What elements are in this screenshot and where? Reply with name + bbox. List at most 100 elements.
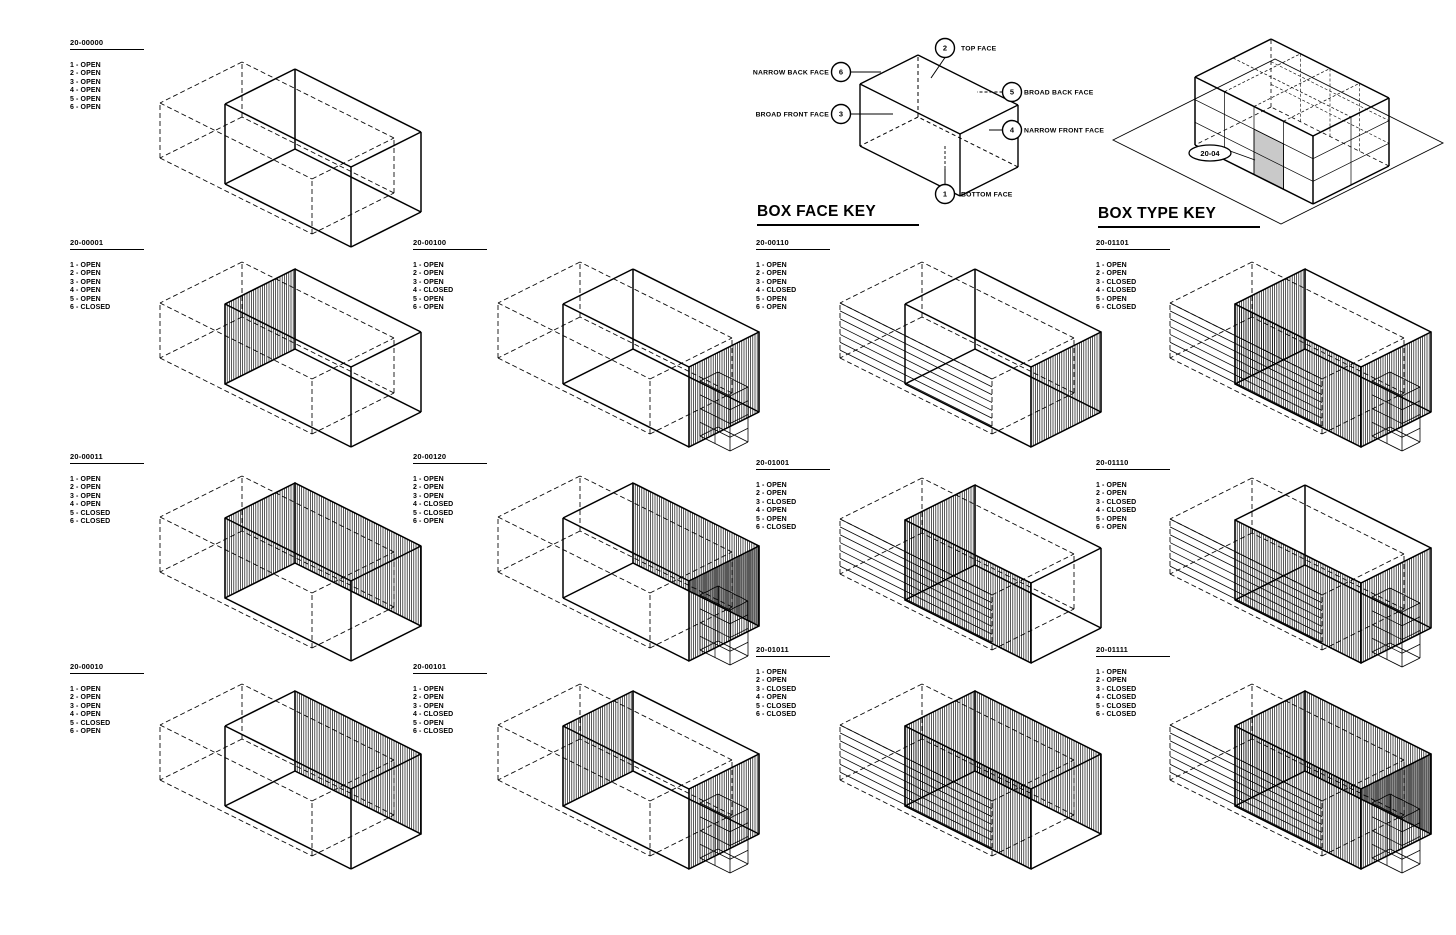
face-number: 1 [756,482,760,489]
face-state: CLOSED [423,728,454,736]
face-state: OPEN [80,95,101,103]
face-state: CLOSED [766,287,797,295]
face-state: OPEN [1106,262,1127,269]
face-number: 3 [756,685,760,693]
face-state-line: 1 - OPEN [1096,262,1170,270]
face-state: CLOSED [1106,498,1137,506]
separator: - [760,482,767,489]
separator: - [417,686,424,693]
face-key-label: BROAD BACK FACE [1024,89,1094,96]
face-state-line: 3 - OPEN [413,279,487,287]
face-state: CLOSED [1106,702,1137,710]
separator: - [1100,278,1107,286]
face-number: 3 [70,702,74,710]
face-state: OPEN [423,694,444,702]
face-number: 3 [413,492,417,500]
face-state: OPEN [80,87,101,95]
diagram-code: 20-00120 [413,452,487,464]
face-state: CLOSED [766,524,797,532]
separator: - [74,492,81,500]
box-face-key-title: BOX FACE KEY [757,203,919,226]
face-state-line: 5 - OPEN [70,96,144,104]
face-number: 3 [756,498,760,506]
face-state: OPEN [80,62,101,69]
separator: - [1100,515,1107,523]
separator: - [417,492,424,500]
face-state-line: 5 - OPEN [413,720,487,728]
face-state: OPEN [1106,482,1127,489]
face-state-line: 2 - OPEN [756,677,830,685]
face-number: 6 [70,728,74,736]
face-number: 5 [70,509,74,517]
face-state: OPEN [423,719,444,727]
diagram-code: 20-00000 [70,38,144,50]
diagram-drawing-r3c4 [1169,477,1432,668]
separator: - [417,518,424,526]
face-state-line: 6 - OPEN [413,518,487,526]
separator: - [74,476,81,483]
face-state: OPEN [80,270,101,278]
face-state-line: 3 - CLOSED [1096,686,1170,694]
diagram-code: 20-00100 [413,238,487,250]
diagram-drawing-r4c2 [497,683,760,874]
face-state: CLOSED [80,719,111,727]
face-state-line: 6 - OPEN [756,304,830,312]
separator: - [417,501,424,509]
face-key-number: 6 [839,68,843,77]
separator: - [760,685,767,693]
face-state-line: 6 - OPEN [70,104,144,112]
face-state: OPEN [1106,515,1127,523]
face-state: OPEN [80,295,101,303]
separator: - [760,498,767,506]
face-state: CLOSED [1106,278,1137,286]
diagram-code: 20-00010 [70,662,144,674]
face-state: OPEN [423,686,444,693]
separator: - [1100,524,1107,532]
separator: - [760,669,767,676]
face-state-line: 5 - OPEN [70,296,144,304]
face-state-line: 3 - OPEN [756,279,830,287]
face-state-line: 4 - CLOSED [756,287,830,295]
separator: - [74,95,81,103]
face-state-line: 5 - CLOSED [756,703,830,711]
face-number: 1 [756,669,760,676]
face-state: OPEN [1106,677,1127,685]
diagram-code: 20-00101 [413,662,487,674]
face-number: 4 [413,287,417,295]
separator: - [760,278,767,286]
face-state-line: 4 - CLOSED [1096,287,1170,295]
face-number: 3 [70,278,74,286]
face-number: 2 [413,484,417,492]
diagram-drawing-r3c2 [497,475,760,666]
face-state: OPEN [766,515,787,523]
separator: - [1100,295,1107,303]
separator: - [760,702,767,710]
face-key-circle-2 [934,37,956,59]
face-number: 5 [1096,295,1100,303]
separator: - [1100,677,1107,685]
face-number: 2 [756,677,760,685]
face-state-line: 6 - OPEN [413,304,487,312]
face-state-line: 5 - CLOSED [70,720,144,728]
face-number: 1 [70,476,74,483]
face-state: CLOSED [423,287,454,295]
face-number: 4 [756,287,760,295]
face-key-number: 3 [839,110,843,119]
separator: - [760,304,767,312]
face-state: OPEN [80,104,101,112]
face-state-line: 1 - OPEN [1096,482,1170,490]
face-state: OPEN [766,694,787,702]
separator: - [760,490,767,498]
face-key-circle-3 [830,103,852,125]
separator: - [1100,490,1107,498]
face-state-line: 5 - OPEN [413,296,487,304]
face-number: 3 [1096,498,1100,506]
face-state-line: 3 - OPEN [70,703,144,711]
face-state: OPEN [1106,490,1127,498]
face-state-line: 1 - OPEN [413,686,487,694]
